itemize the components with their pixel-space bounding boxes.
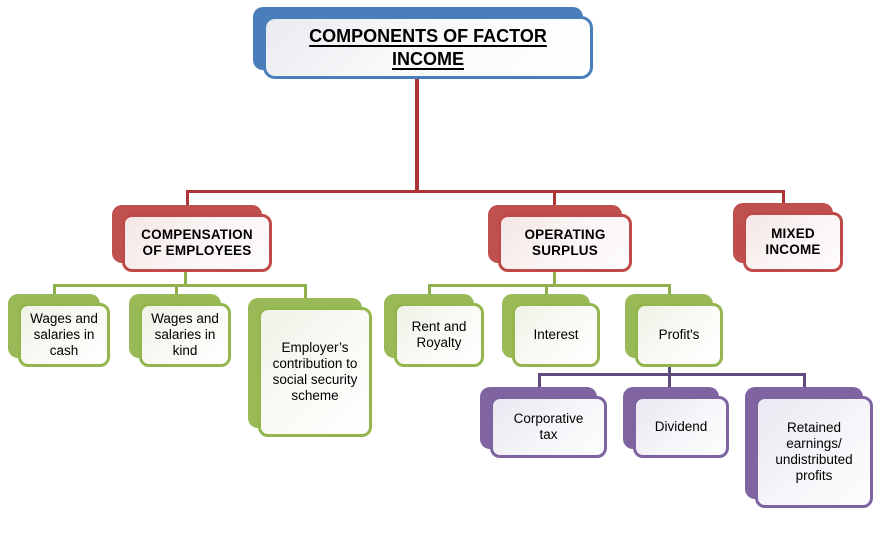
connector-drop-wages-kind (175, 284, 178, 296)
connector-drop-mixed (782, 190, 785, 205)
node-mixed-label: MIXED INCOME (765, 226, 821, 257)
connector-profits-stem (668, 367, 671, 375)
connector-compensation-hbar (53, 284, 307, 287)
connector-profits-hbar (538, 373, 806, 376)
node-compensation-of-employees: COMPENSATION OF EMPLOYEES (112, 205, 272, 272)
node-employer-label: Employer’s contribution to social securi… (272, 340, 358, 403)
node-corporative-tax-label: Corporative tax (513, 411, 584, 442)
node-dividend: Dividend (623, 387, 729, 458)
node-dividend-label: Dividend (654, 419, 708, 435)
connector-level2-hbar (186, 190, 785, 193)
node-employer-contribution: Employer’s contribution to social securi… (248, 298, 372, 437)
node-operating-label: OPERATING SURPLUS (524, 227, 606, 258)
node-profits: Profit's (625, 294, 723, 367)
connector-drop-retained (803, 373, 806, 388)
connector-drop-interest (545, 284, 548, 296)
node-title-label: COMPONENTS OF FACTOR INCOME (309, 26, 547, 69)
connector-operating-hbar (428, 284, 671, 287)
connector-drop-corporative-tax (538, 373, 541, 388)
node-title: COMPONENTS OF FACTOR INCOME (253, 7, 593, 79)
node-retained-label: Retained earnings/ undistributed profits (775, 420, 853, 483)
node-wages-salaries-kind: Wages and salaries in kind (129, 294, 231, 367)
node-corporative-tax: Corporative tax (480, 387, 607, 458)
connector-drop-compensation (186, 190, 189, 207)
connector-drop-wages-cash (53, 284, 56, 296)
node-wages-cash-label: Wages and salaries in cash (30, 311, 98, 358)
node-compensation-label: COMPENSATION OF EMPLOYEES (141, 227, 253, 258)
connector-drop-employer (304, 284, 307, 300)
node-wages-salaries-cash: Wages and salaries in cash (8, 294, 110, 367)
connector-drop-rent (428, 284, 431, 296)
connector-compensation-stem (184, 272, 187, 286)
node-rent-and-royalty: Rent and Royalty (384, 294, 484, 367)
connector-drop-dividend (668, 373, 671, 388)
connector-operating-stem (553, 272, 556, 286)
node-mixed-income: MIXED INCOME (733, 203, 843, 272)
connector-drop-profits (668, 284, 671, 296)
node-profits-label: Profit's (658, 327, 700, 343)
connector-drop-operating (553, 190, 556, 207)
node-wages-kind-label: Wages and salaries in kind (151, 311, 219, 358)
connector-title-stem (415, 78, 419, 193)
node-interest-label: Interest (533, 327, 579, 343)
node-rent-label: Rent and Royalty (411, 319, 467, 350)
node-interest: Interest (502, 294, 600, 367)
node-operating-surplus: OPERATING SURPLUS (488, 205, 632, 272)
node-retained-earnings: Retained earnings/ undistributed profits (745, 387, 873, 508)
